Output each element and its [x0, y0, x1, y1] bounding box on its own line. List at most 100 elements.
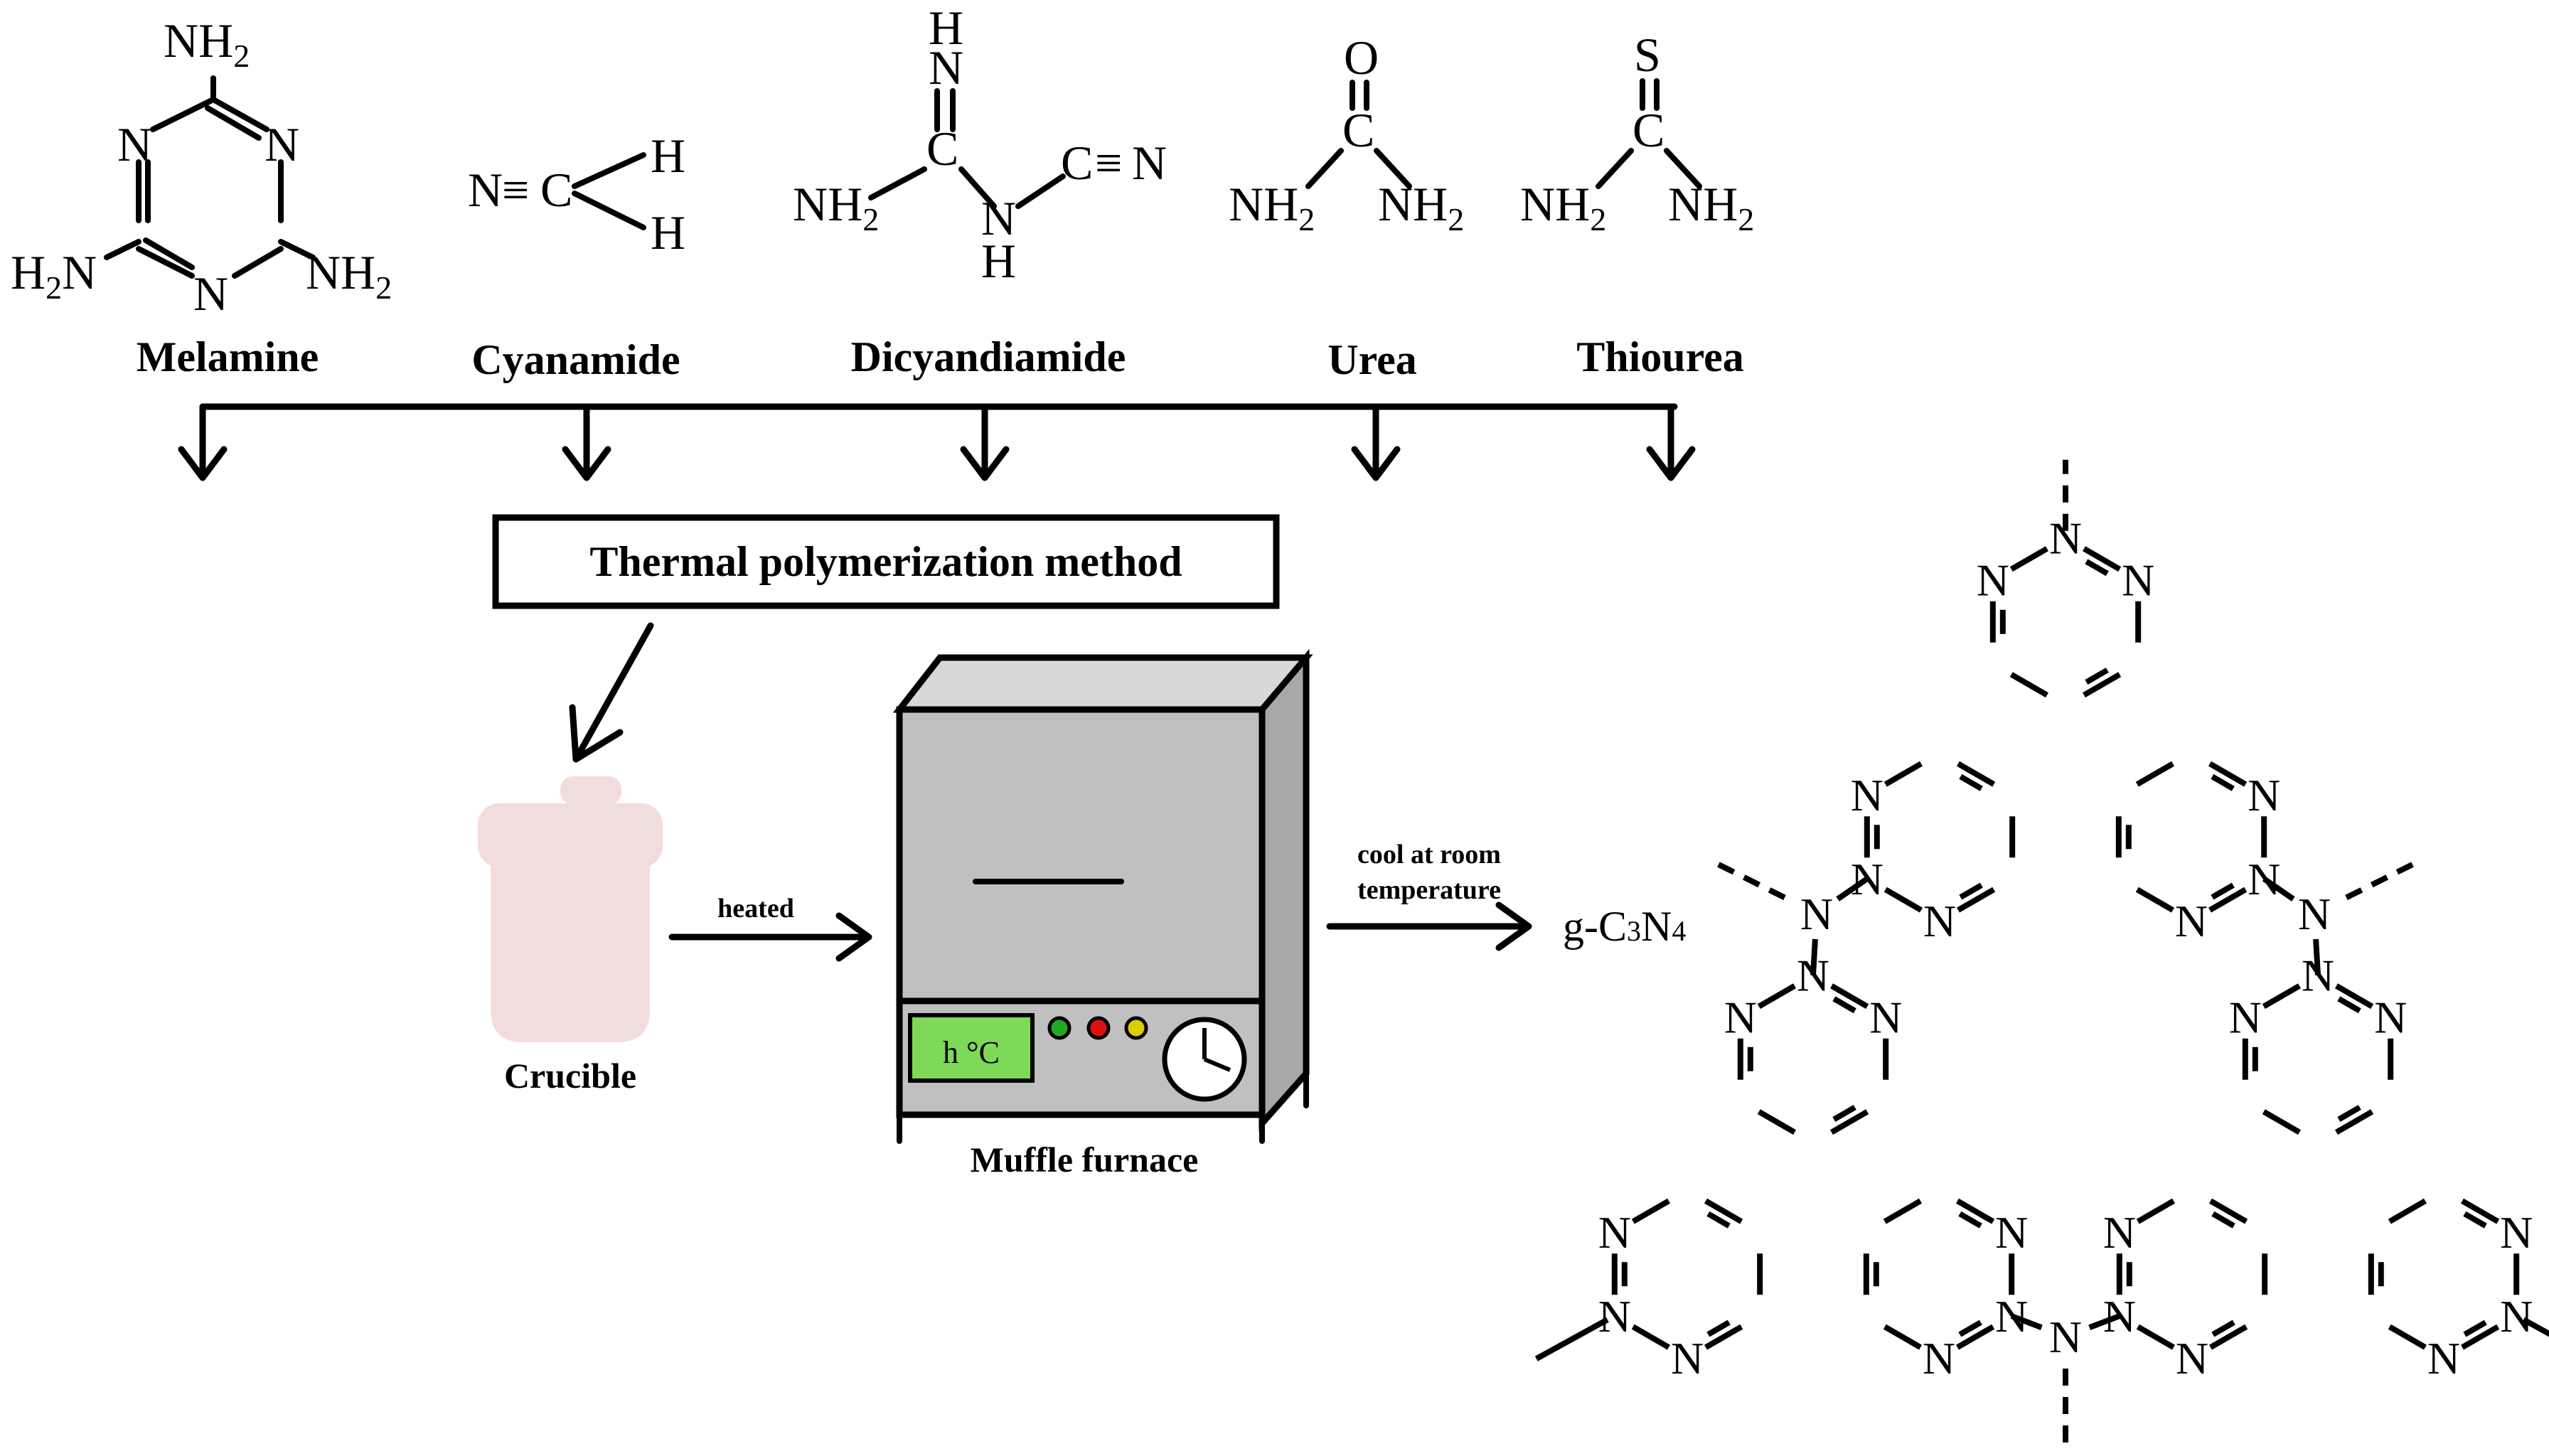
- network-bond: [1704, 1324, 1743, 1350]
- network-n-atom: N: [1977, 555, 2009, 606]
- cyanamide-triple: ≡: [502, 163, 529, 217]
- dcd-h-bottom: H: [981, 234, 1016, 288]
- network-bond: [1958, 1320, 1982, 1337]
- melamine-h2n-left: H2N: [11, 245, 97, 306]
- network-bond: [2262, 876, 2295, 901]
- network-bond: [1883, 887, 1923, 913]
- muffle-furnace: h °C: [892, 648, 1313, 1144]
- network-n-atom: N: [1598, 1207, 1631, 1258]
- urea-o: O: [1344, 31, 1379, 85]
- network-bond: [2460, 1198, 2500, 1224]
- network-bond: [1883, 1324, 1923, 1350]
- heated-label: heated: [717, 894, 794, 924]
- cyanamide-label: Cyanamide: [471, 336, 680, 383]
- cyanamide-n: N: [468, 163, 503, 217]
- urea-label: Urea: [1327, 336, 1417, 383]
- network-bond: [2208, 1198, 2248, 1224]
- network-bond: [2085, 559, 2109, 577]
- network-bond: [2262, 1109, 2302, 1135]
- dcd-n-mid: N: [981, 191, 1016, 245]
- cool-arrow: [1326, 901, 1532, 951]
- network-bond: [2135, 887, 2175, 913]
- network-n-atom: N: [1851, 770, 1883, 820]
- network-bond: [1810, 938, 1818, 975]
- dcd-nh2: NH2: [793, 177, 879, 237]
- network-n-atom: N: [2500, 1207, 2533, 1258]
- network-bond: [2337, 1105, 2361, 1123]
- network-bond: [2136, 1324, 2176, 1350]
- network-bond: [2208, 887, 2248, 913]
- network-n-atom: N: [2049, 1312, 2082, 1362]
- network-bond: [2010, 1313, 2043, 1330]
- network-bond: [2463, 1320, 2487, 1337]
- dcd-triple: ≡: [1095, 136, 1122, 190]
- network-bond: [1836, 876, 1869, 901]
- network-n-atom: N: [2298, 889, 2331, 939]
- yellow-light-icon: [1124, 1016, 1148, 1040]
- network-n-atom: N: [1869, 992, 1902, 1043]
- network-n-atom: N: [2176, 1333, 2208, 1383]
- thiourea-s: S: [1634, 28, 1661, 82]
- network-bond: [2388, 1198, 2427, 1224]
- network-bond: [1829, 983, 1869, 1010]
- network-bond: [2009, 672, 2049, 698]
- network-bond: [2334, 1109, 2374, 1135]
- collector-arrows: [178, 403, 1696, 481]
- network-bond: [2088, 1313, 2121, 1330]
- network-n-atom: N: [2500, 1291, 2533, 1342]
- network-bond: [1757, 1109, 1797, 1135]
- cool-label-line2: temperature: [1357, 875, 1501, 905]
- method-label: Thermal polymerization method: [589, 538, 1182, 585]
- network-bond: [1706, 1211, 1731, 1228]
- network-bond: [1706, 1320, 1731, 1337]
- network-dashed-bond: [1709, 857, 1786, 901]
- melamine-nh2-top: NH2: [164, 14, 250, 74]
- urea-nh2-right: NH2: [1378, 177, 1464, 237]
- green-light-icon: [1047, 1016, 1072, 1040]
- clock-icon: [1162, 1017, 1247, 1102]
- network-bond: [1704, 1198, 1743, 1224]
- urea-structure: O C NH2 NH2: [1229, 31, 1464, 237]
- network-bond: [2211, 1211, 2235, 1228]
- furnace-display: [908, 1013, 1035, 1083]
- network-bond: [2313, 938, 2321, 975]
- network-bond: [2135, 761, 2175, 787]
- network-bond: [2211, 774, 2235, 791]
- network-n-atom: N: [1923, 1333, 1955, 1383]
- dcd-n-top: N: [929, 41, 963, 95]
- network-bond: [2208, 761, 2248, 787]
- network-bond: [2334, 983, 2374, 1010]
- network-bond: [2211, 882, 2235, 900]
- method-to-crucible-arrow: [569, 622, 654, 763]
- thiourea-nh2-left: NH2: [1520, 177, 1606, 237]
- network-bond: [2009, 546, 2049, 572]
- network-bond: [1534, 1317, 1609, 1361]
- network-bond: [1883, 1198, 1923, 1224]
- melamine-label: Melamine: [137, 333, 319, 380]
- thiourea-c: C: [1632, 103, 1664, 157]
- method-box: [492, 514, 1280, 609]
- network-n-atom: N: [2374, 992, 2407, 1043]
- network-bond: [1958, 1211, 1982, 1228]
- network-n-atom: N: [1800, 889, 1833, 939]
- crucible-icon: [478, 776, 663, 1042]
- furnace-label: Muffle furnace: [971, 1140, 1199, 1179]
- network-bond: [2388, 1324, 2427, 1350]
- dcd-n-end: N: [1132, 136, 1167, 190]
- network-bond: [2337, 996, 2361, 1014]
- network-bond: [1829, 1109, 1869, 1135]
- melamine-structure: NH2 N N N H2N NH2: [11, 14, 392, 321]
- cyanamide-h2: H: [651, 205, 685, 259]
- network-bond: [1955, 1324, 1995, 1350]
- dcd-h-top: H: [929, 1, 963, 55]
- product-label: g-C3N4: [1563, 903, 1686, 950]
- network-n-atom: N: [2248, 770, 2280, 820]
- thiourea-label: Thiourea: [1576, 333, 1744, 380]
- network-bond: [2522, 1317, 2549, 1337]
- network-n-atom: N: [1724, 992, 1757, 1043]
- network-n-atom: N: [2122, 555, 2154, 606]
- melamine-n1: N: [117, 117, 152, 171]
- network-bond: [2136, 1198, 2176, 1224]
